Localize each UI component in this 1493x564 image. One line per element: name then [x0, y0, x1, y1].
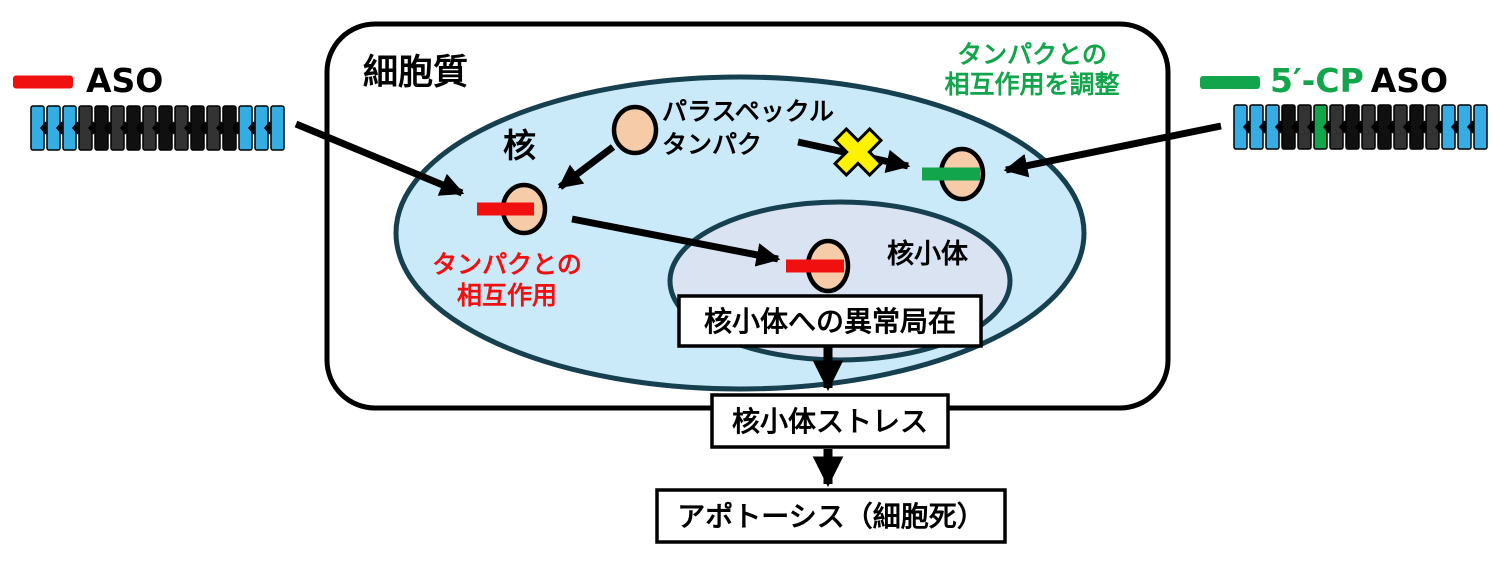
- arrow-paraspeckle-to-aso: [557, 144, 616, 190]
- cp-aso-legend-swatch: [1200, 76, 1260, 89]
- nucleotide-bar-blue: [270, 105, 285, 151]
- cp-aso-legend-suffix: ASO: [1371, 61, 1448, 100]
- cytoplasm-label: 細胞質: [363, 53, 468, 93]
- aso-red-segment-nucleolus: [786, 259, 844, 273]
- cp-aso-legend-prefix: 5′-CP: [1270, 61, 1363, 100]
- stress-label: 核小体ストレス: [732, 405, 928, 438]
- nucleolus-label: 核小体: [887, 238, 969, 270]
- interaction-green-line1: タンパクとの: [957, 40, 1107, 69]
- apoptosis-box: [655, 488, 1007, 544]
- mislocalization-box: [677, 294, 983, 348]
- cp-aso-strand-right: [1233, 104, 1488, 150]
- arrow-aso-entry-right: [1003, 122, 1222, 178]
- paraspeckle-protein: [611, 104, 659, 156]
- aso-legend-label: ASO: [86, 61, 163, 100]
- interaction-red-line1: タンパクとの: [432, 250, 582, 279]
- aso-legend-swatch: [13, 75, 73, 89]
- aso-red-segment-nucleus: [477, 202, 534, 216]
- apoptosis-label: アポトーシス（細胞死）: [677, 500, 984, 533]
- cp-aso-green-segment: [922, 167, 980, 181]
- nucleotide-bar-blue: [1473, 104, 1488, 150]
- nucleus-label: 核: [503, 126, 536, 165]
- paraspeckle-label-line1: パラスペックル: [662, 97, 834, 126]
- arrow-complex-to-nucleolus: [571, 215, 781, 267]
- interaction-green-line2: 相互作用を調整: [944, 70, 1119, 99]
- arrow-aso-entry-left: [294, 120, 465, 197]
- blocked-x-icon: [832, 126, 884, 178]
- stress-box: [710, 393, 950, 449]
- interaction-red-line2: 相互作用: [457, 281, 557, 310]
- mislocalization-label: 核小体への異常局在: [704, 305, 956, 338]
- aso-strand-left: [30, 105, 285, 151]
- paraspeckle-label-line2: タンパク: [662, 130, 762, 159]
